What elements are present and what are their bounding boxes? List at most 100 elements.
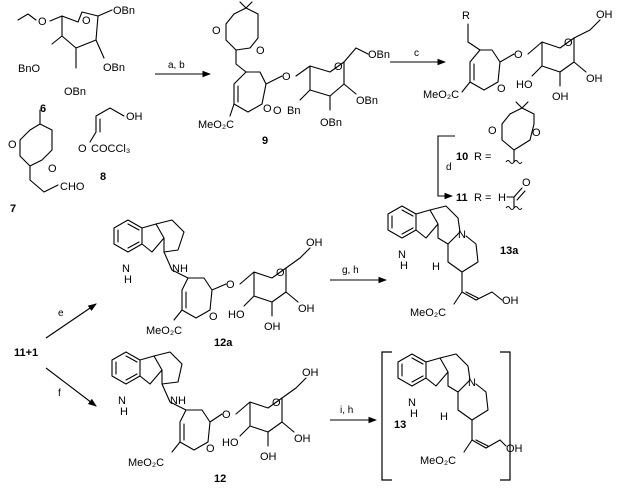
svg-text:O: O [78, 143, 87, 155]
compound-label-11: 11 [456, 192, 468, 204]
condition-d: d [446, 162, 452, 173]
bracket-left [381, 351, 392, 481]
compound-12-structure: N H NH O MeO₂C O O OH HO OH OH [111, 351, 319, 469]
svg-text:MeO₂C: MeO₂C [198, 119, 234, 131]
svg-text:MeO₂C: MeO₂C [410, 307, 446, 319]
svg-text:OH: OH [260, 451, 277, 463]
condition-ab: a, b [168, 60, 185, 71]
svg-text:N: N [468, 377, 476, 389]
svg-text:O: O [209, 311, 218, 323]
svg-text:NH: NH [172, 263, 188, 275]
svg-text:O: O [497, 83, 506, 95]
condition-f: f [58, 388, 61, 399]
svg-text:OH: OH [586, 73, 603, 85]
svg-text:OH: OH [506, 443, 523, 455]
arrow-e [45, 303, 97, 339]
compound-label-13: 13 [394, 419, 406, 431]
svg-text:OH: OH [126, 111, 143, 123]
svg-text:OH: OH [264, 321, 281, 333]
svg-text:HO: HO [228, 309, 245, 321]
svg-text:OH: OH [596, 9, 613, 21]
compound-label-8: 8 [100, 171, 106, 183]
svg-text:OH: OH [294, 433, 311, 445]
arrow-f [45, 367, 97, 407]
svg-text:O: O [273, 105, 282, 117]
svg-text:BnO: BnO [18, 63, 40, 75]
svg-text:HO: HO [516, 79, 533, 91]
svg-text:OBn: OBn [320, 117, 342, 129]
svg-text:N: N [122, 263, 130, 275]
compound-label-13a: 13a [500, 245, 519, 257]
svg-text:O: O [263, 103, 272, 115]
condition-c: c [414, 48, 419, 59]
svg-text:O: O [272, 397, 281, 409]
svg-text:HO: HO [222, 437, 239, 449]
svg-text:OH: OH [306, 237, 323, 249]
r-group-10: O O [488, 101, 541, 164]
svg-text:MeO₂C: MeO₂C [128, 457, 164, 469]
condition-e: e [58, 308, 64, 319]
r-label-11: R = [474, 192, 491, 204]
compound-13a-structure: N N H H OH MeO₂C [387, 205, 519, 319]
svg-text:O: O [276, 267, 285, 279]
svg-text:H: H [498, 192, 506, 204]
svg-text:O: O [82, 15, 91, 27]
compound-8-structure: OH O COCCl₃ [78, 107, 143, 155]
svg-text:O: O [334, 61, 343, 73]
compound-9-structure: O O O MeO₂C O O OBn Bn O OBn OBn [198, 1, 390, 131]
svg-text:OH: OH [302, 367, 319, 379]
svg-text:O: O [38, 16, 47, 28]
svg-text:COCCl₃: COCCl₃ [91, 143, 130, 155]
compound-label-7: 7 [10, 203, 16, 215]
compound-7-structure: O O CHO [8, 109, 85, 193]
svg-text:R: R [462, 10, 470, 22]
svg-text:N: N [408, 397, 416, 409]
r-label-10: R = [474, 151, 491, 163]
bracket-right [500, 351, 511, 481]
start-label: 11+1 [14, 347, 38, 359]
svg-text:MeO₂C: MeO₂C [423, 89, 459, 101]
svg-text:OBn: OBn [113, 5, 135, 17]
compound-label-6: 6 [40, 103, 46, 115]
svg-text:O: O [532, 127, 541, 139]
svg-text:O: O [256, 45, 265, 57]
svg-text:OBn: OBn [103, 62, 125, 74]
svg-text:O: O [8, 139, 17, 151]
svg-text:OBn: OBn [368, 49, 390, 61]
compound-13-structure: N N H H OH MeO₂C [397, 353, 523, 467]
svg-text:O: O [564, 37, 573, 49]
r-group-11: H O [498, 177, 531, 210]
svg-text:N: N [118, 395, 126, 407]
svg-text:O: O [522, 177, 531, 189]
svg-text:H: H [410, 408, 418, 420]
svg-text:Bn: Bn [287, 105, 300, 117]
svg-text:OH: OH [298, 303, 315, 315]
svg-text:O: O [488, 125, 497, 137]
arrow-d [437, 135, 455, 200]
svg-text:H: H [124, 274, 132, 286]
svg-text:H: H [120, 406, 128, 418]
svg-text:OH: OH [502, 295, 519, 307]
compound-label-10: 10 [456, 151, 468, 163]
svg-text:NH: NH [170, 395, 186, 407]
svg-text:N: N [398, 249, 406, 261]
svg-text:H: H [440, 411, 448, 423]
svg-text:O: O [206, 443, 215, 455]
svg-text:O: O [222, 409, 231, 421]
svg-text:N: N [458, 229, 466, 241]
svg-text:O: O [48, 163, 57, 175]
svg-text:H: H [432, 261, 440, 273]
svg-text:O: O [226, 279, 235, 291]
svg-text:OBn: OBn [356, 95, 378, 107]
svg-text:MeO₂C: MeO₂C [420, 455, 456, 467]
compound-label-9: 9 [262, 135, 268, 147]
compound-label-12: 12 [214, 473, 226, 485]
condition-gh: g, h [342, 265, 359, 276]
svg-text:H: H [400, 260, 408, 272]
svg-text:CHO: CHO [60, 181, 85, 193]
compound-6-structure: O O BnO OBn OBn OBn [17, 5, 135, 98]
svg-text:OH: OH [552, 91, 569, 103]
compound-10-core-structure: R O MeO₂C O O OH HO OH OH [423, 9, 613, 103]
svg-text:MeO₂C: MeO₂C [146, 325, 182, 337]
svg-text:O: O [514, 49, 523, 61]
